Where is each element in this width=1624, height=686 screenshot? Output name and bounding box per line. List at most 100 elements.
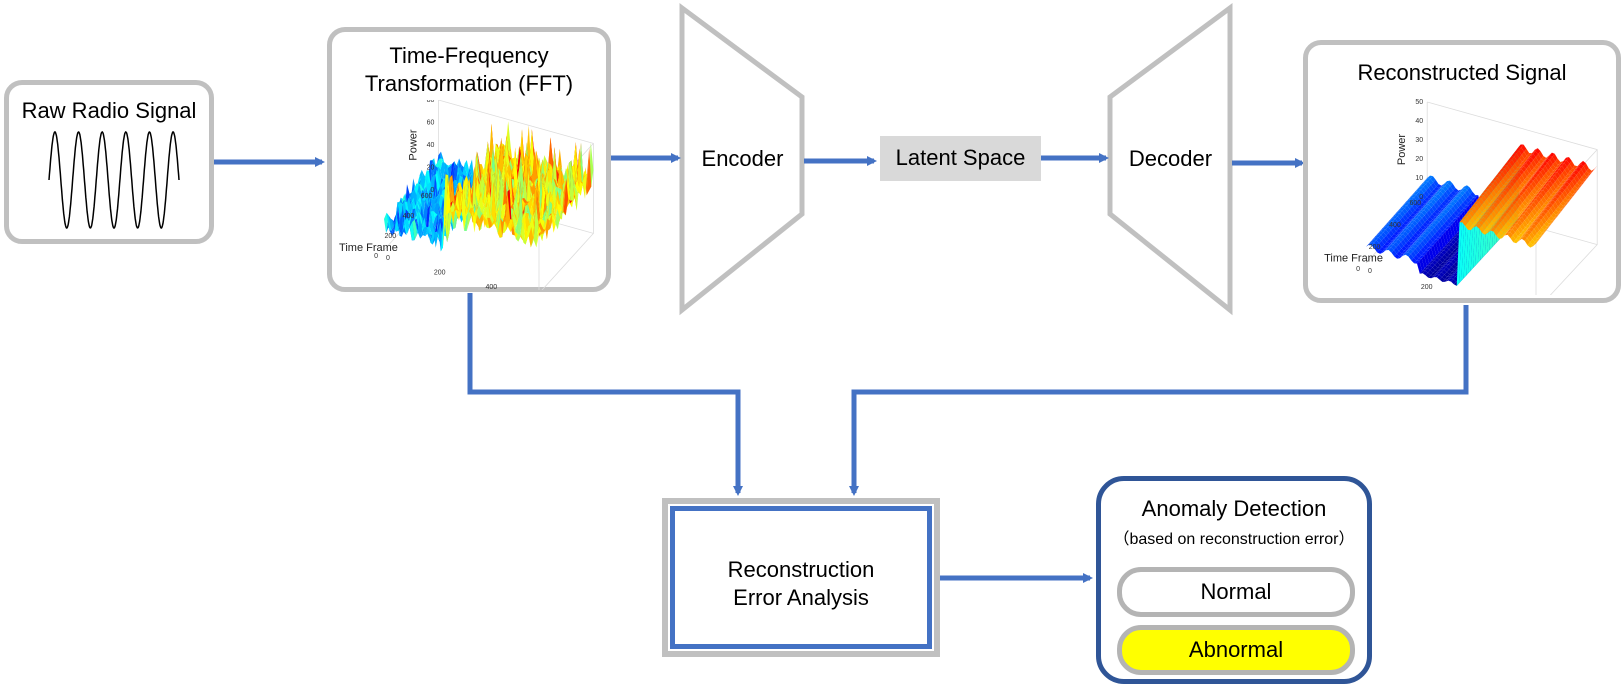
surface-patch: [520, 180, 526, 223]
surface-patch: [1438, 269, 1444, 273]
surface-patch: [1400, 217, 1406, 224]
surface-patch: [540, 182, 546, 226]
surface-patch: [1425, 201, 1431, 205]
time-tick-label: 600: [1410, 200, 1422, 207]
surface-patch: [1385, 223, 1391, 227]
surface-patch: [1479, 212, 1485, 216]
power-tick-label: 20: [427, 165, 435, 172]
surface-patch: [1417, 205, 1423, 210]
surface-patch: [1526, 182, 1532, 187]
surface-patch: [1507, 210, 1513, 218]
surface-patch: [1557, 190, 1563, 196]
surface-patch: [1517, 157, 1523, 165]
surface-patch: [1439, 257, 1445, 263]
surface-patch: [1499, 190, 1505, 195]
surface-patch: [508, 219, 513, 233]
surface-patch: [1506, 179, 1512, 186]
surface-patch: [1524, 217, 1530, 225]
surface-patch: [1512, 212, 1518, 219]
surface-patch: [1556, 165, 1562, 170]
surface-patch: [1484, 199, 1490, 207]
surface-patch: [1509, 166, 1516, 174]
surface-patch: [1392, 215, 1398, 219]
surface-patch: [554, 147, 560, 185]
surface-patch: [394, 214, 399, 234]
surface-patch: [1416, 215, 1423, 221]
surface-patch: [1553, 189, 1559, 193]
surface-patch: [1423, 180, 1429, 185]
surface-patch: [464, 160, 470, 179]
surface-patch: [1435, 214, 1441, 219]
surface-patch: [1427, 175, 1433, 179]
surface-patch: [1498, 188, 1504, 192]
surface-patch: [1414, 260, 1420, 264]
surface-patch: [1434, 189, 1440, 194]
surface-patch: [1450, 256, 1456, 260]
surface-patch: [1520, 163, 1526, 168]
surface-patch: [1551, 170, 1557, 174]
surface-patch: [1453, 241, 1459, 248]
surface-patch: [1521, 172, 1527, 180]
surface-patch: [1493, 187, 1499, 195]
surface-patch: [1455, 196, 1461, 201]
surface-patch: [1513, 170, 1519, 177]
surface-patch: [419, 189, 425, 215]
encoder-shape: [679, 3, 805, 316]
surface-patch: [1527, 199, 1533, 204]
surface-patch: [1476, 201, 1482, 209]
surface-patch: [1536, 164, 1542, 170]
surface-patch: [1484, 219, 1490, 228]
surface-patch: [1537, 211, 1543, 217]
surface-patch: [1427, 232, 1433, 240]
surface-patch: [556, 205, 562, 223]
surface-patch: [1391, 234, 1397, 239]
surface-patch: [1475, 218, 1481, 222]
decoder-label: Decoder: [1128, 146, 1213, 171]
surface-patch: [1483, 214, 1489, 220]
surface-patch: [1418, 255, 1425, 259]
surface-patch: [530, 174, 536, 185]
surface-patch: [1396, 228, 1402, 233]
surface-patch: [1451, 259, 1457, 265]
surface-patch: [1406, 199, 1412, 203]
surface-patch: [1501, 165, 1508, 169]
surface-patch: [1559, 172, 1566, 181]
surface-patch: [1567, 191, 1573, 198]
surface-patch: [1523, 163, 1529, 169]
surface-patch: [1539, 184, 1545, 191]
surface-patch: [1535, 170, 1541, 175]
surface-patch: [1425, 199, 1431, 205]
surface-patch: [1437, 210, 1443, 216]
surface-patch: [1503, 223, 1509, 230]
surface-patch: [1438, 266, 1444, 271]
surface-patch: [1456, 213, 1462, 217]
surface-patch: [1451, 194, 1457, 201]
surface-patch: [1518, 234, 1524, 241]
surface-patch: [481, 195, 486, 209]
surface-patch: [439, 158, 445, 169]
surface-patch: [1414, 194, 1420, 202]
surface-patch: [1420, 180, 1426, 186]
surface-patch: [1531, 223, 1537, 229]
surface-patch: [1575, 186, 1581, 193]
surface-patch: [1529, 191, 1535, 198]
surface-patch: [1408, 238, 1414, 243]
surface-patch: [1559, 165, 1565, 173]
surface-patch: [511, 179, 517, 207]
surface-patch: [1497, 174, 1503, 182]
surface-patch: [401, 226, 407, 237]
surface-patch: [1383, 229, 1389, 236]
surface-patch: [1495, 177, 1501, 185]
surface-patch: [1572, 185, 1578, 192]
surface-patch: [1416, 210, 1422, 216]
surface-patch: [1402, 231, 1408, 237]
surface-patch: [1430, 194, 1436, 200]
surface-patch: [1483, 211, 1489, 216]
surface-patch: [1490, 202, 1496, 207]
surface-patch: [1494, 218, 1501, 224]
surface-patch: [1538, 151, 1544, 159]
surface-patch: [1571, 172, 1577, 179]
surface-patch: [1493, 194, 1500, 198]
surface-patch: [1511, 153, 1517, 157]
surface-patch: [1538, 214, 1544, 220]
